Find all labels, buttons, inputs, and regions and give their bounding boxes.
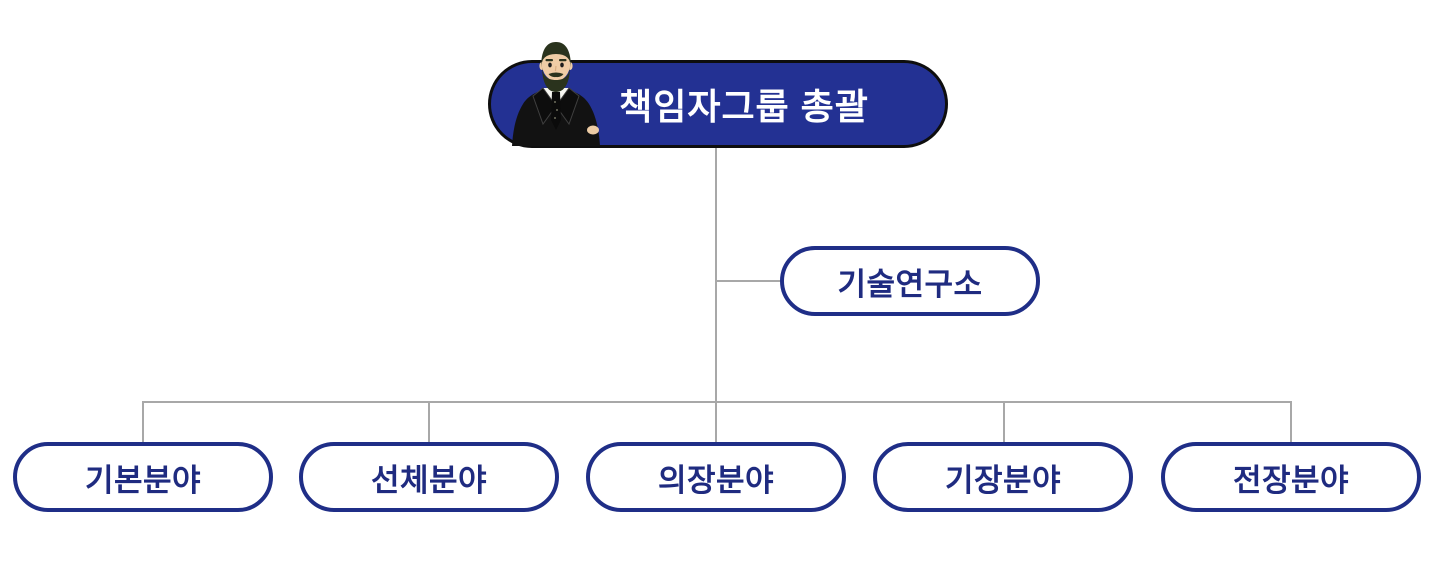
node-group-head-label: 책임자그룹 총괄 [619,86,869,127]
connector-root-vertical [715,146,717,403]
connector-drop-outfitting [715,403,717,442]
node-group-head: 책임자그룹 총괄 [488,60,948,148]
node-dept-hull-label: 선체분야 [370,462,488,498]
connector-drop-basic [142,403,144,442]
node-dept-machinery: 기장분야 [873,442,1133,512]
connector-departments-bar [142,401,1292,403]
node-dept-outfitting-label: 의장분야 [657,462,775,498]
node-dept-electrical: 전장분야 [1161,442,1421,512]
connector-drop-machinery [1003,403,1005,442]
node-dept-basic: 기본분야 [13,442,273,512]
connector-research-branch [716,280,780,282]
node-dept-machinery-label: 기장분야 [944,462,1062,498]
connector-drop-electrical [1290,403,1292,442]
node-dept-outfitting: 의장분야 [586,442,846,512]
connector-drop-hull [428,403,430,442]
node-dept-hull: 선체분야 [299,442,559,512]
node-dept-basic-label: 기본분야 [84,462,202,498]
node-dept-electrical-label: 전장분야 [1232,462,1350,498]
node-research-institute: 기술연구소 [780,246,1040,316]
node-research-institute-label: 기술연구소 [837,266,983,302]
